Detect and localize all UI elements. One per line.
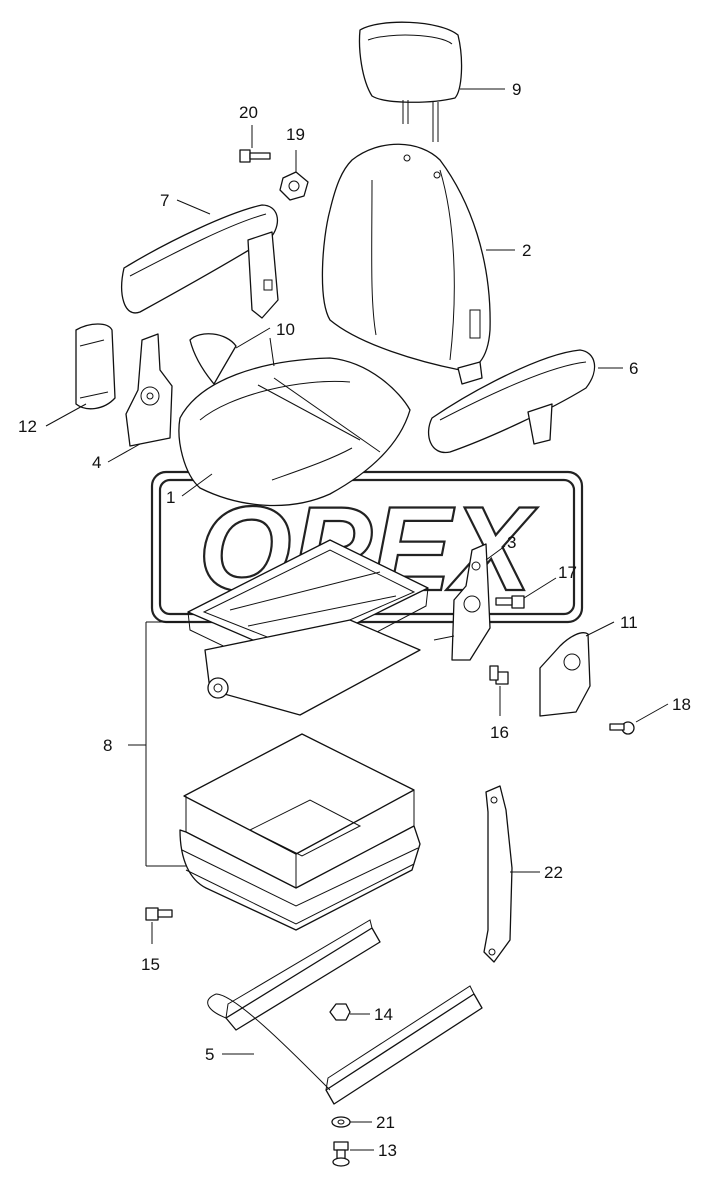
seat-cushion-part — [178, 357, 411, 507]
cover-plate-part — [539, 632, 591, 717]
recliner-bracket-right-part — [451, 543, 491, 661]
bolt-15-part — [145, 907, 173, 921]
leader-7 — [176, 199, 211, 215]
leader-3 — [485, 545, 506, 561]
watermark-frame-outer — [150, 470, 584, 624]
callout-21: 21 — [376, 1113, 395, 1132]
seat-back-part — [321, 143, 491, 385]
callout-9: 9 — [512, 80, 521, 99]
right-armrest-part — [427, 349, 596, 453]
callout-4: 4 — [92, 453, 101, 472]
callout-2: 2 — [522, 241, 531, 260]
callout-13: 13 — [378, 1141, 397, 1160]
leader-17 — [523, 577, 557, 599]
callout-6: 6 — [629, 359, 638, 378]
callout-10: 10 — [276, 320, 295, 339]
callout-3: 3 — [507, 533, 516, 552]
leader-12 — [45, 403, 87, 427]
bolt-13-part — [332, 1141, 350, 1167]
callout-labels: 9 2 19 20 7 10 6 12 4 1 3 17 11 18 16 8 … — [18, 80, 691, 1160]
nut-part — [329, 1003, 351, 1021]
callout-18: 18 — [672, 695, 691, 714]
headrest-part — [358, 21, 463, 142]
bolt-17-part — [495, 595, 525, 609]
callout-15: 15 — [141, 955, 160, 974]
leader-10 — [235, 327, 271, 349]
side-cover-part — [75, 323, 116, 410]
callout-12: 12 — [18, 417, 37, 436]
suspension-mechanism-part — [187, 539, 429, 716]
callout-11: 11 — [620, 613, 638, 632]
washer-part — [331, 1116, 351, 1128]
leader-4 — [107, 443, 141, 463]
knob-part — [279, 171, 309, 201]
callout-5: 5 — [205, 1045, 214, 1064]
leader-11 — [585, 621, 615, 637]
leader-1 — [181, 473, 213, 497]
callout-7: 7 — [160, 191, 169, 210]
callout-20: 20 — [239, 103, 258, 122]
strap-part — [483, 785, 513, 963]
bolt-20-part — [239, 149, 271, 163]
leader-3b — [433, 635, 455, 641]
slide-rails-part — [207, 919, 483, 1105]
callout-19: 19 — [286, 125, 305, 144]
callout-8: 8 — [103, 736, 112, 755]
callout-14: 14 — [374, 1005, 393, 1024]
screw-18-part — [609, 721, 635, 735]
bolt-16-part — [489, 665, 509, 685]
belt-clip-part — [189, 333, 237, 385]
callout-16: 16 — [490, 723, 509, 742]
leader-18 — [635, 703, 669, 723]
leader-lines — [45, 88, 669, 1151]
callout-17: 17 — [558, 563, 577, 582]
left-armrest-part — [121, 204, 279, 319]
leader-8 — [128, 621, 186, 867]
callout-1: 1 — [166, 488, 175, 507]
callout-22: 22 — [544, 863, 563, 882]
bellows-part — [179, 733, 421, 931]
recliner-bracket-part — [125, 333, 173, 447]
leader-10b — [269, 337, 275, 367]
